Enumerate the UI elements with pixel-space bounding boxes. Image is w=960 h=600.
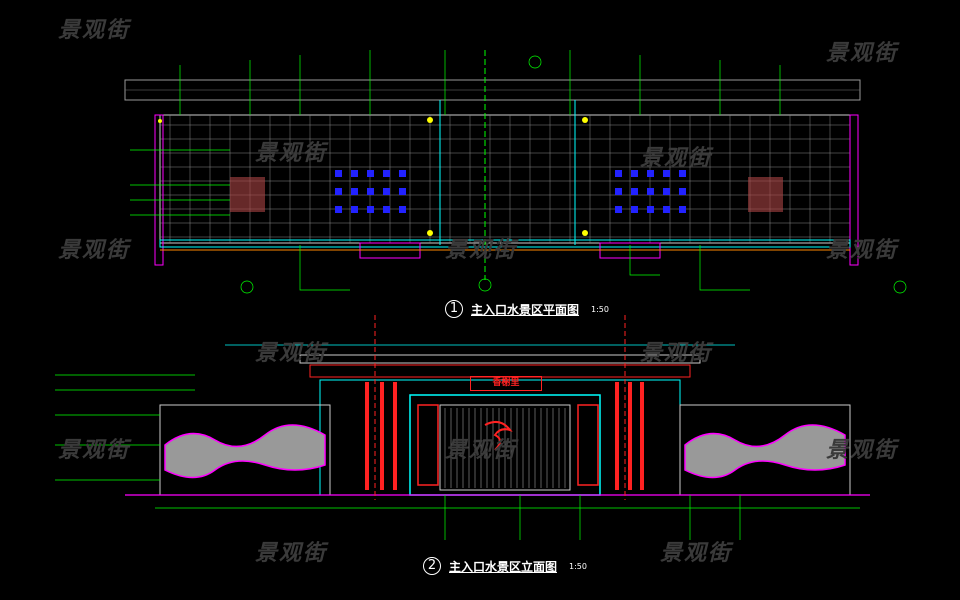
elevation-title-block: 2 主入口水景区立面图 1:50 xyxy=(423,557,587,575)
watermark: 景观街 xyxy=(640,341,713,366)
entrance-sign: 香榭里 xyxy=(470,376,542,391)
elevation-number: 2 xyxy=(423,557,441,575)
fountain-jet xyxy=(335,170,342,177)
fountain-jet xyxy=(647,188,654,195)
plan-planter-right xyxy=(748,177,783,212)
fountain-jet xyxy=(399,170,406,177)
watermark: 景观街 xyxy=(826,238,899,263)
plan-grid xyxy=(160,115,850,243)
watermark: 景观街 xyxy=(58,438,131,463)
fountain-jet xyxy=(367,170,374,177)
plan-fountain-jets xyxy=(335,170,686,213)
fountain-jet xyxy=(679,170,686,177)
plan-number: 1 xyxy=(445,300,463,318)
elevation-water-curtain xyxy=(444,408,566,488)
fountain-jet xyxy=(383,188,390,195)
watermark: 景观街 xyxy=(255,341,328,366)
watermark: 景观街 xyxy=(58,18,131,43)
plan-scale: 1:50 xyxy=(591,304,609,314)
plan-title: 主入口水景区平面图 xyxy=(471,302,580,317)
plan-title-block: 1 主入口水景区平面图 1:50 xyxy=(445,300,609,318)
fountain-jet xyxy=(647,206,654,213)
fountain-jet xyxy=(615,170,622,177)
fountain-jet xyxy=(335,206,342,213)
elevation-view xyxy=(55,315,870,540)
fountain-jet xyxy=(663,188,670,195)
watermark: 景观街 xyxy=(660,541,733,566)
fountain-jet xyxy=(383,170,390,177)
fountain-jet xyxy=(615,188,622,195)
fountain-jet xyxy=(399,188,406,195)
fountain-jet xyxy=(615,206,622,213)
fountain-jet xyxy=(367,206,374,213)
plan-right-wall xyxy=(849,114,859,266)
fountain-jet xyxy=(351,170,358,177)
fountain-jet xyxy=(631,206,638,213)
watermark: 景观街 xyxy=(445,438,518,463)
plan-edge xyxy=(159,239,851,248)
watermark: 景观街 xyxy=(58,238,131,263)
elevation-title: 主入口水景区立面图 xyxy=(449,559,558,574)
watermark: 景观街 xyxy=(826,438,899,463)
watermark: 景观街 xyxy=(826,41,899,66)
fountain-jet xyxy=(631,188,638,195)
watermark: 景观街 xyxy=(640,146,713,171)
fountain-jet xyxy=(399,206,406,213)
watermark: 景观街 xyxy=(255,541,328,566)
watermark: 景观街 xyxy=(445,238,518,263)
plan-planter-left xyxy=(230,177,265,212)
fountain-jet xyxy=(351,206,358,213)
elevation-scale: 1:50 xyxy=(569,561,587,571)
fountain-jet xyxy=(335,188,342,195)
fountain-jet xyxy=(647,170,654,177)
watermark: 景观街 xyxy=(255,141,328,166)
fountain-jet xyxy=(383,206,390,213)
fountain-jet xyxy=(631,170,638,177)
fountain-jet xyxy=(679,188,686,195)
fountain-jet xyxy=(663,170,670,177)
fountain-jet xyxy=(351,188,358,195)
fountain-jet xyxy=(679,206,686,213)
fountain-jet xyxy=(367,188,374,195)
fountain-jet xyxy=(663,206,670,213)
plan-left-wall xyxy=(154,114,164,266)
plan-view xyxy=(124,50,907,294)
